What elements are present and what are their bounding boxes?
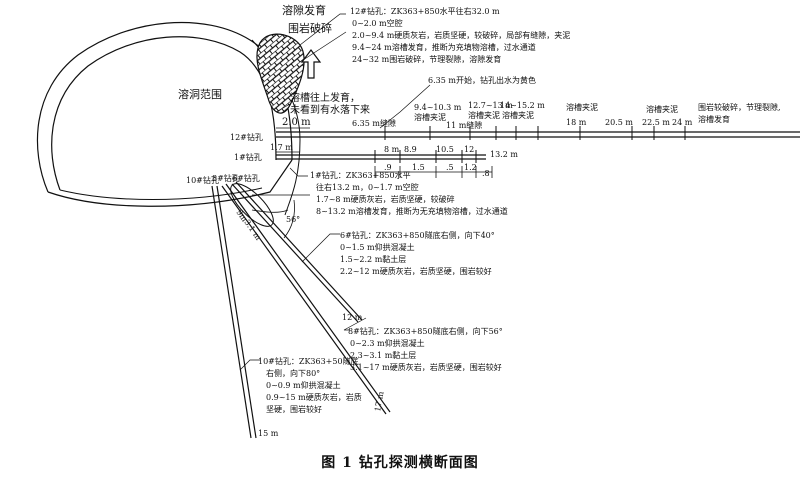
- svg-text:9.4~24 m溶槽发育，推断为充填物溶槽，过水通道: 9.4~24 m溶槽发育，推断为充填物溶槽，过水通道: [352, 42, 536, 52]
- label-clay-12-7-b: 溶槽夹泥: [468, 110, 500, 120]
- svg-text:坚硬，围岩较好: 坚硬，围岩较好: [266, 404, 322, 414]
- dim-12: 12: [464, 145, 474, 154]
- svg-text:1.5~2.2 m黏土层: 1.5~2.2 m黏土层: [340, 254, 406, 264]
- upward-arrow-icon: [300, 49, 322, 79]
- dim-10-5: 10.5: [436, 145, 454, 154]
- dim-18: 18 m: [566, 118, 587, 127]
- dim-22-5: 22.5 m: [642, 118, 670, 127]
- seg-5: .5: [446, 163, 454, 172]
- label-clay-18: 溶槽夹泥: [566, 102, 598, 112]
- dim-15m: 15 m: [258, 429, 279, 438]
- svg-text:8#钻孔：ZK363+850隧底右侧，向下56°: 8#钻孔：ZK363+850隧底右侧，向下56°: [348, 326, 503, 336]
- tunnel-invert: [47, 159, 293, 207]
- dim-8-9: 8.9: [404, 145, 417, 154]
- angle-56: 56°: [286, 215, 300, 224]
- svg-text:10#钻孔：ZK363+50隧底: 10#钻孔：ZK363+50隧底: [258, 356, 359, 366]
- svg-text:2.2~12 m硬质灰岩，岩质坚硬，围岩较好: 2.2~12 m硬质灰岩，岩质坚硬，围岩较好: [340, 266, 492, 276]
- svg-text:1#钻孔：ZK363+850水平: 1#钻孔：ZK363+850水平: [310, 170, 411, 180]
- label-upward-note-2: 未看到有水落下来: [290, 103, 370, 116]
- label-clay-9-4-b: 溶槽夹泥: [414, 112, 446, 122]
- label-clay-14-a: 14~15.2 m: [500, 101, 545, 110]
- dim-17m: 17 m: [373, 390, 385, 412]
- borehole-6-line: [231, 181, 363, 323]
- label-clay-12-7-a: 12.7~13 m: [468, 101, 513, 110]
- label-hole12: 12#钻孔: [230, 132, 263, 142]
- label-clay-9-4-a: 9.4~10.3 m: [414, 103, 462, 112]
- label-hole8: 8#钻孔: [212, 173, 240, 183]
- svg-text:0~1.5 m仰拱混凝土: 0~1.5 m仰拱混凝土: [340, 242, 415, 252]
- seg-1-5: 1.5: [412, 163, 425, 172]
- svg-text:2.3~3.1 m黏土层: 2.3~3.1 m黏土层: [350, 350, 416, 360]
- label-rock-broken: 围岩破碎: [288, 21, 332, 35]
- borehole-8-line: [221, 183, 391, 415]
- note-hole10: 10#钻孔：ZK363+50隧底 右侧，向下80° 0~0.9 m仰拱混凝土 0…: [258, 356, 362, 414]
- note-hole6: 6#钻孔：ZK363+850隧底右侧，向下40° 0~1.5 m仰拱混凝土 1.…: [340, 230, 495, 276]
- label-fissure-6-35: 6.35 m缝隙: [352, 118, 396, 128]
- svg-text:8~13.2 m溶槽发育，推断为无充填物溶槽，过水通道: 8~13.2 m溶槽发育，推断为无充填物溶槽，过水通道: [316, 206, 508, 216]
- svg-text:0.9~15 m硬质灰岩，岩质: 0.9~15 m硬质灰岩，岩质: [266, 392, 362, 402]
- dim-12m: 12 m: [342, 313, 363, 322]
- svg-text:3.1~17 m硬质灰岩，岩质坚硬，围岩较好: 3.1~17 m硬质灰岩，岩质坚硬，围岩较好: [350, 362, 502, 372]
- tunnel-lining-inner: [51, 36, 277, 191]
- svg-text:右侧，向下80°: 右侧，向下80°: [266, 368, 320, 378]
- dim-8: 8 m: [384, 145, 400, 154]
- label-cavity-range: 溶洞范围: [178, 87, 222, 101]
- svg-text:24~32 m围岩破碎，节理裂隙，溶隙发育: 24~32 m围岩破碎，节理裂隙，溶隙发育: [352, 54, 501, 64]
- borehole-1-line: [276, 154, 486, 160]
- dim-1-7: 1.7 m: [270, 143, 293, 152]
- label-seam-11: 11 m缝隙: [446, 120, 482, 130]
- broken-rock-zone: [256, 33, 305, 114]
- note-hole12: 12#钻孔：ZK363+850水平往右32.0 m 0~2.0 m空腔 2.0~…: [350, 6, 570, 64]
- label-end-note-1: 围岩较破碎，节理裂隙,: [698, 102, 781, 112]
- svg-text:0~0.9 m仰拱混凝土: 0~0.9 m仰拱混凝土: [266, 380, 341, 390]
- svg-text:2.0~9.4 m硬质灰岩，岩质坚硬，较破碎，局部有缝隙，夹: 2.0~9.4 m硬质灰岩，岩质坚硬，较破碎，局部有缝隙，夹泥: [352, 30, 570, 40]
- svg-text:1.7~8 m硬质灰岩，岩质坚硬，较破碎: 1.7~8 m硬质灰岩，岩质坚硬，较破碎: [316, 194, 455, 204]
- label-upward-note-1: 溶槽往上发育，: [290, 91, 360, 104]
- label-end-note-2: 溶槽发育: [698, 114, 730, 124]
- dim-24: 24 m: [672, 118, 693, 127]
- tunnel-lining-outer: [36, 21, 293, 193]
- svg-text:6#钻孔：ZK363+850隧底右侧，向下40°: 6#钻孔：ZK363+850隧底右侧，向下40°: [340, 230, 495, 240]
- note-hole8: 8#钻孔：ZK363+850隧底右侧，向下56° 0~2.3 m仰拱混凝土 2.…: [348, 326, 503, 372]
- note-hole1: 1#钻孔：ZK363+850水平 往右13.2 m，0~1.7 m空腔 1.7~…: [310, 170, 508, 216]
- svg-text:0~2.0 m空腔: 0~2.0 m空腔: [352, 18, 403, 28]
- dim-2-0: 2.0 m: [282, 117, 311, 128]
- seg-1-2: 1.2: [464, 163, 477, 172]
- label-hole10: 10#钻孔: [186, 175, 219, 185]
- svg-text:12#钻孔：ZK363+850水平往右32.0 m: 12#钻孔：ZK363+850水平往右32.0 m: [350, 6, 500, 16]
- label-karst-growth: 溶隙发育: [282, 3, 326, 17]
- label-water-note: 6.35 m开始，钻孔出水为黄色: [428, 75, 536, 85]
- svg-text:往右13.2 m，0~1.7 m空腔: 往右13.2 m，0~1.7 m空腔: [316, 182, 419, 192]
- dim-13-2: 13.2 m: [490, 150, 518, 159]
- figure-caption: 图 1 钻孔探测横断面图: [321, 455, 479, 471]
- label-hole1: 1#钻孔: [234, 152, 262, 162]
- dim-20-5: 20.5 m: [605, 118, 633, 127]
- label-clay-14-b: 溶槽夹泥: [502, 110, 534, 120]
- label-clay-22: 溶槽夹泥: [646, 104, 678, 114]
- seg-8: .8: [482, 169, 490, 178]
- svg-text:0~2.3 m仰拱混凝土: 0~2.3 m仰拱混凝土: [350, 338, 425, 348]
- label-hole6: 6#钻孔: [232, 173, 260, 183]
- seg-9: .9: [384, 163, 392, 172]
- borehole-cross-section-diagram: 溶隙发育 围岩破碎 溶洞范围 溶槽往上发育， 未看到有水落下来 6.35 m开始…: [36, 3, 800, 439]
- drill-base-oval: [230, 183, 274, 227]
- borehole-10-line: [211, 185, 257, 439]
- dim-3-1m: 3.1 m: [242, 218, 263, 242]
